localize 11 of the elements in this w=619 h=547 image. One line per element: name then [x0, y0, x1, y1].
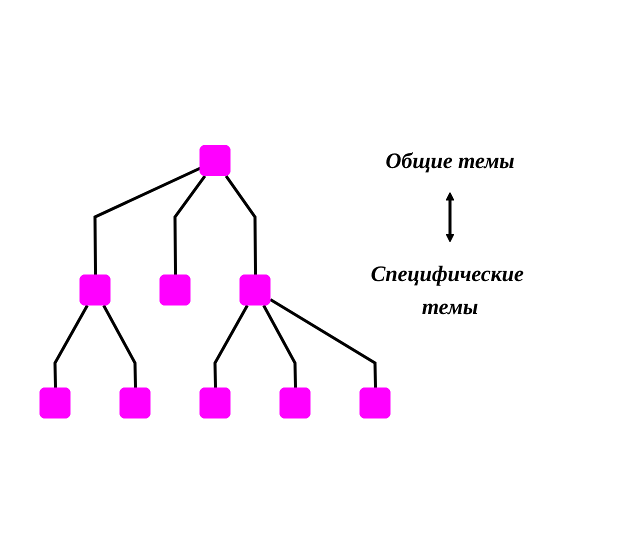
connector [53, 304, 88, 389]
node-text: Специфические темы [370, 261, 524, 319]
connector [213, 304, 248, 389]
connector [102, 304, 136, 389]
connector [93, 166, 201, 276]
connector [269, 298, 376, 389]
connector [262, 304, 296, 389]
connector [224, 175, 256, 276]
node-text: Общие темы [384, 148, 514, 173]
connector [173, 175, 206, 276]
arrow [445, 192, 454, 242]
